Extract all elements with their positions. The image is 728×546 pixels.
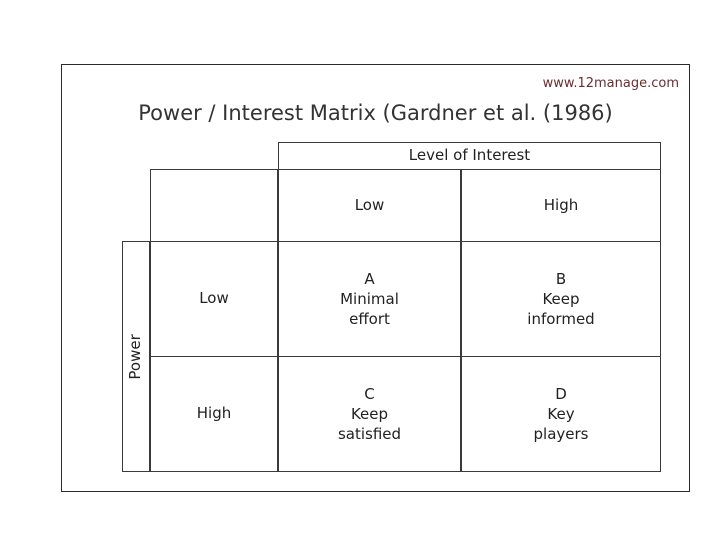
quadrant-cell-c: C Keep satisfied (278, 356, 461, 472)
quadrant-c-content: C Keep satisfied (338, 384, 401, 444)
quadrant-d-content: D Key players (534, 384, 589, 444)
watermark-url: www.12manage.com (542, 76, 679, 91)
quadrant-a-key: A (364, 269, 375, 288)
quadrant-d-line2: players (533, 425, 589, 444)
quadrant-cell-d: D Key players (461, 356, 661, 472)
quadrant-c-key: C (364, 384, 375, 403)
quadrant-a-line2: effort (349, 310, 390, 329)
row-axis-label-container: Power (122, 241, 150, 472)
quadrant-b-line1: Keep (542, 289, 580, 308)
quadrant-d-line1: Key (547, 404, 575, 423)
quadrant-b-key: B (555, 269, 567, 288)
quadrant-c-line1: Keep (350, 404, 389, 423)
quadrant-b-content: B Keep informed (527, 269, 594, 329)
page-title: Power / Interest Matrix (Gardner et al. … (138, 101, 613, 125)
corner-blank-cell (150, 169, 278, 242)
quadrant-a-content: A Minimal effort (340, 269, 399, 329)
column-axis-label: Level of Interest (278, 142, 661, 170)
column-header-low: Low (278, 169, 461, 242)
slide-frame: www.12manage.com Power / Interest Matrix… (61, 64, 690, 492)
row-axis-label: Power (126, 333, 145, 380)
quadrant-a-line1: Minimal (340, 289, 399, 308)
row-header-low: Low (150, 241, 278, 357)
quadrant-b-line2: informed (527, 310, 595, 329)
quadrant-cell-b: B Keep informed (461, 241, 661, 357)
quadrant-cell-a: A Minimal effort (278, 241, 461, 357)
row-header-high: High (150, 356, 278, 472)
quadrant-c-line2: satisfied (337, 425, 402, 444)
quadrant-d-key: D (555, 384, 567, 403)
column-header-high: High (461, 169, 661, 242)
